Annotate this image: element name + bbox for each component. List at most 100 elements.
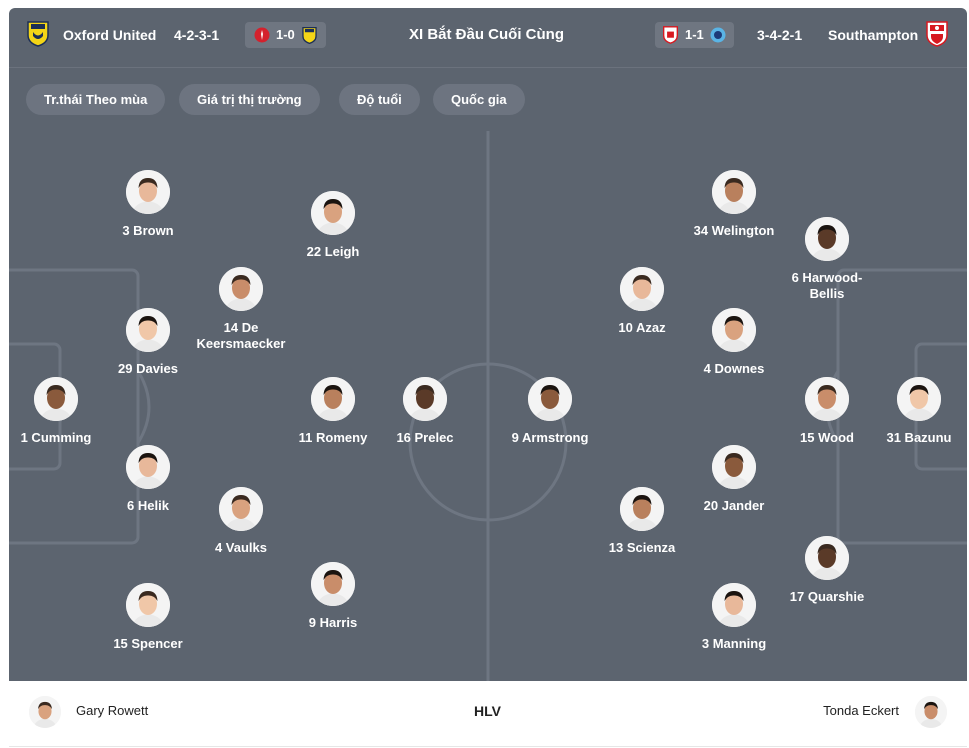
filter-market-value[interactable]: Giá trị thị trường [179, 84, 320, 115]
player-avatar [620, 487, 664, 531]
lineup-title: XI Bắt Đầu Cuối Cùng [409, 26, 564, 43]
player-card[interactable]: 10 Azaz [567, 267, 717, 336]
player-avatar [126, 170, 170, 214]
player-name: 31 Bazunu [886, 430, 952, 445]
player-card[interactable]: 22 Leigh [258, 191, 408, 260]
portrait-placeholder-icon [620, 267, 664, 311]
coach-label: HLV [474, 703, 501, 719]
portrait-placeholder-icon [219, 487, 263, 531]
player-card[interactable]: 29 Davies [73, 308, 223, 377]
player-card[interactable]: 13 Scienza [567, 487, 717, 556]
portrait-placeholder-icon [620, 487, 664, 531]
player-card[interactable]: 9 Harris [258, 562, 408, 631]
home-coach-name[interactable]: Gary Rowett [76, 703, 149, 718]
away-last-score: 1-1 [685, 27, 704, 42]
player-card[interactable]: 4 Vaulks [166, 487, 316, 556]
player-avatar [712, 583, 756, 627]
player-card[interactable]: 3 Brown [73, 170, 223, 239]
player-name: 9 Harris [308, 615, 358, 630]
away-coach-name[interactable]: Tonda Eckert [823, 703, 899, 718]
player-avatar [126, 308, 170, 352]
player-name: 13 Scienza [608, 540, 676, 555]
player-card[interactable]: 6 Harwood-Bellis [752, 217, 902, 302]
player-name: 3 Manning [701, 636, 767, 651]
player-name: 11 Romeny [298, 430, 368, 445]
charlton-crest-icon [254, 27, 270, 43]
portrait-placeholder-icon [528, 377, 572, 421]
player-name: 34 Welington [693, 223, 775, 238]
player-avatar [712, 170, 756, 214]
portrait-placeholder-icon [219, 267, 263, 311]
player-card[interactable]: 31 Bazunu [844, 377, 967, 446]
player-avatar [126, 445, 170, 489]
filter-age[interactable]: Độ tuổi [339, 84, 420, 115]
southampton-crest-icon [926, 21, 948, 47]
lineup-filter-bar: Tr.thái Theo mùa Giá trị thị trường Độ t… [9, 67, 967, 131]
player-name: 9 Armstrong [511, 430, 589, 445]
player-avatar [805, 377, 849, 421]
portrait-placeholder-icon [126, 583, 170, 627]
portrait-placeholder-icon [126, 170, 170, 214]
player-name: 10 Azaz [618, 320, 666, 335]
player-card[interactable]: 3 Manning [659, 583, 809, 652]
portrait-placeholder-icon [712, 170, 756, 214]
player-card[interactable]: 15 Spencer [73, 583, 223, 652]
portrait-placeholder-icon [805, 536, 849, 580]
lineup-header: Oxford United 4-2-3-1 1-0 XI Bắt Đầu Cuố… [9, 8, 967, 67]
portrait-placeholder-icon [897, 377, 941, 421]
player-name: 4 Downes [703, 361, 765, 376]
player-avatar [805, 217, 849, 261]
player-card[interactable]: 9 Armstrong [475, 377, 625, 446]
player-name: 20 Jander [703, 498, 765, 513]
away-coach-avatar[interactable] [915, 696, 947, 728]
player-avatar [311, 191, 355, 235]
away-team-name[interactable]: Southampton [828, 27, 919, 43]
away-formation: 3-4-2-1 [757, 27, 803, 43]
portrait-placeholder-icon [805, 217, 849, 261]
player-card[interactable]: 1 Cumming [9, 377, 131, 446]
player-card[interactable]: 11 Romeny [258, 377, 408, 446]
home-coach-avatar[interactable] [29, 696, 61, 728]
player-avatar [403, 377, 447, 421]
player-name: 6 Harwood-Bellis [791, 270, 863, 301]
player-avatar [805, 536, 849, 580]
player-name: 3 Brown [122, 223, 174, 238]
player-name: 14 De Keersmaecker [196, 320, 286, 351]
home-formation: 4-2-3-1 [174, 27, 220, 43]
player-name: 17 Quarshie [789, 589, 865, 604]
player-avatar [311, 562, 355, 606]
coaches-row: Gary Rowett HLV Tonda Eckert [9, 681, 967, 747]
player-name: 16 Prelec [396, 430, 454, 445]
oxford-united-small-crest-icon [302, 27, 317, 44]
lineup-widget: Oxford United 4-2-3-1 1-0 XI Bắt Đầu Cuố… [9, 8, 967, 747]
portrait-placeholder-icon [34, 377, 78, 421]
player-avatar [34, 377, 78, 421]
player-avatar [219, 267, 263, 311]
player-name: 4 Vaulks [214, 540, 268, 555]
portrait-placeholder-icon [311, 562, 355, 606]
portrait-placeholder-icon [712, 445, 756, 489]
portrait-placeholder-icon [712, 583, 756, 627]
player-card[interactable]: 17 Quarshie [752, 536, 902, 605]
player-card[interactable]: 6 Helik [73, 445, 223, 514]
player-card[interactable]: 4 Downes [659, 308, 809, 377]
player-avatar [897, 377, 941, 421]
player-avatar [620, 267, 664, 311]
player-avatar [528, 377, 572, 421]
player-name: 29 Davies [118, 361, 178, 376]
away-last-match-badge[interactable]: 1-1 [655, 22, 734, 48]
player-card[interactable]: 20 Jander [659, 445, 809, 514]
home-team-name[interactable]: Oxford United [63, 27, 157, 43]
filter-season-form[interactable]: Tr.thái Theo mùa [26, 84, 166, 115]
filter-nationality[interactable]: Quốc gia [433, 84, 525, 115]
player-card[interactable]: 15 Wood [752, 377, 902, 446]
player-card[interactable]: 14 De Keersmaecker [166, 267, 316, 352]
home-last-match-badge[interactable]: 1-0 [245, 22, 326, 48]
player-name: 1 Cumming [20, 430, 92, 445]
football-pitch: 3 Brown 22 Leigh 14 De Keersmaecker 29 D… [9, 131, 967, 681]
southampton-small-crest-icon [663, 26, 678, 44]
oxford-united-crest-icon [27, 21, 49, 47]
player-card[interactable]: 34 Welington [659, 170, 809, 239]
home-last-score: 1-0 [276, 27, 295, 42]
player-card[interactable]: 16 Prelec [350, 377, 500, 446]
